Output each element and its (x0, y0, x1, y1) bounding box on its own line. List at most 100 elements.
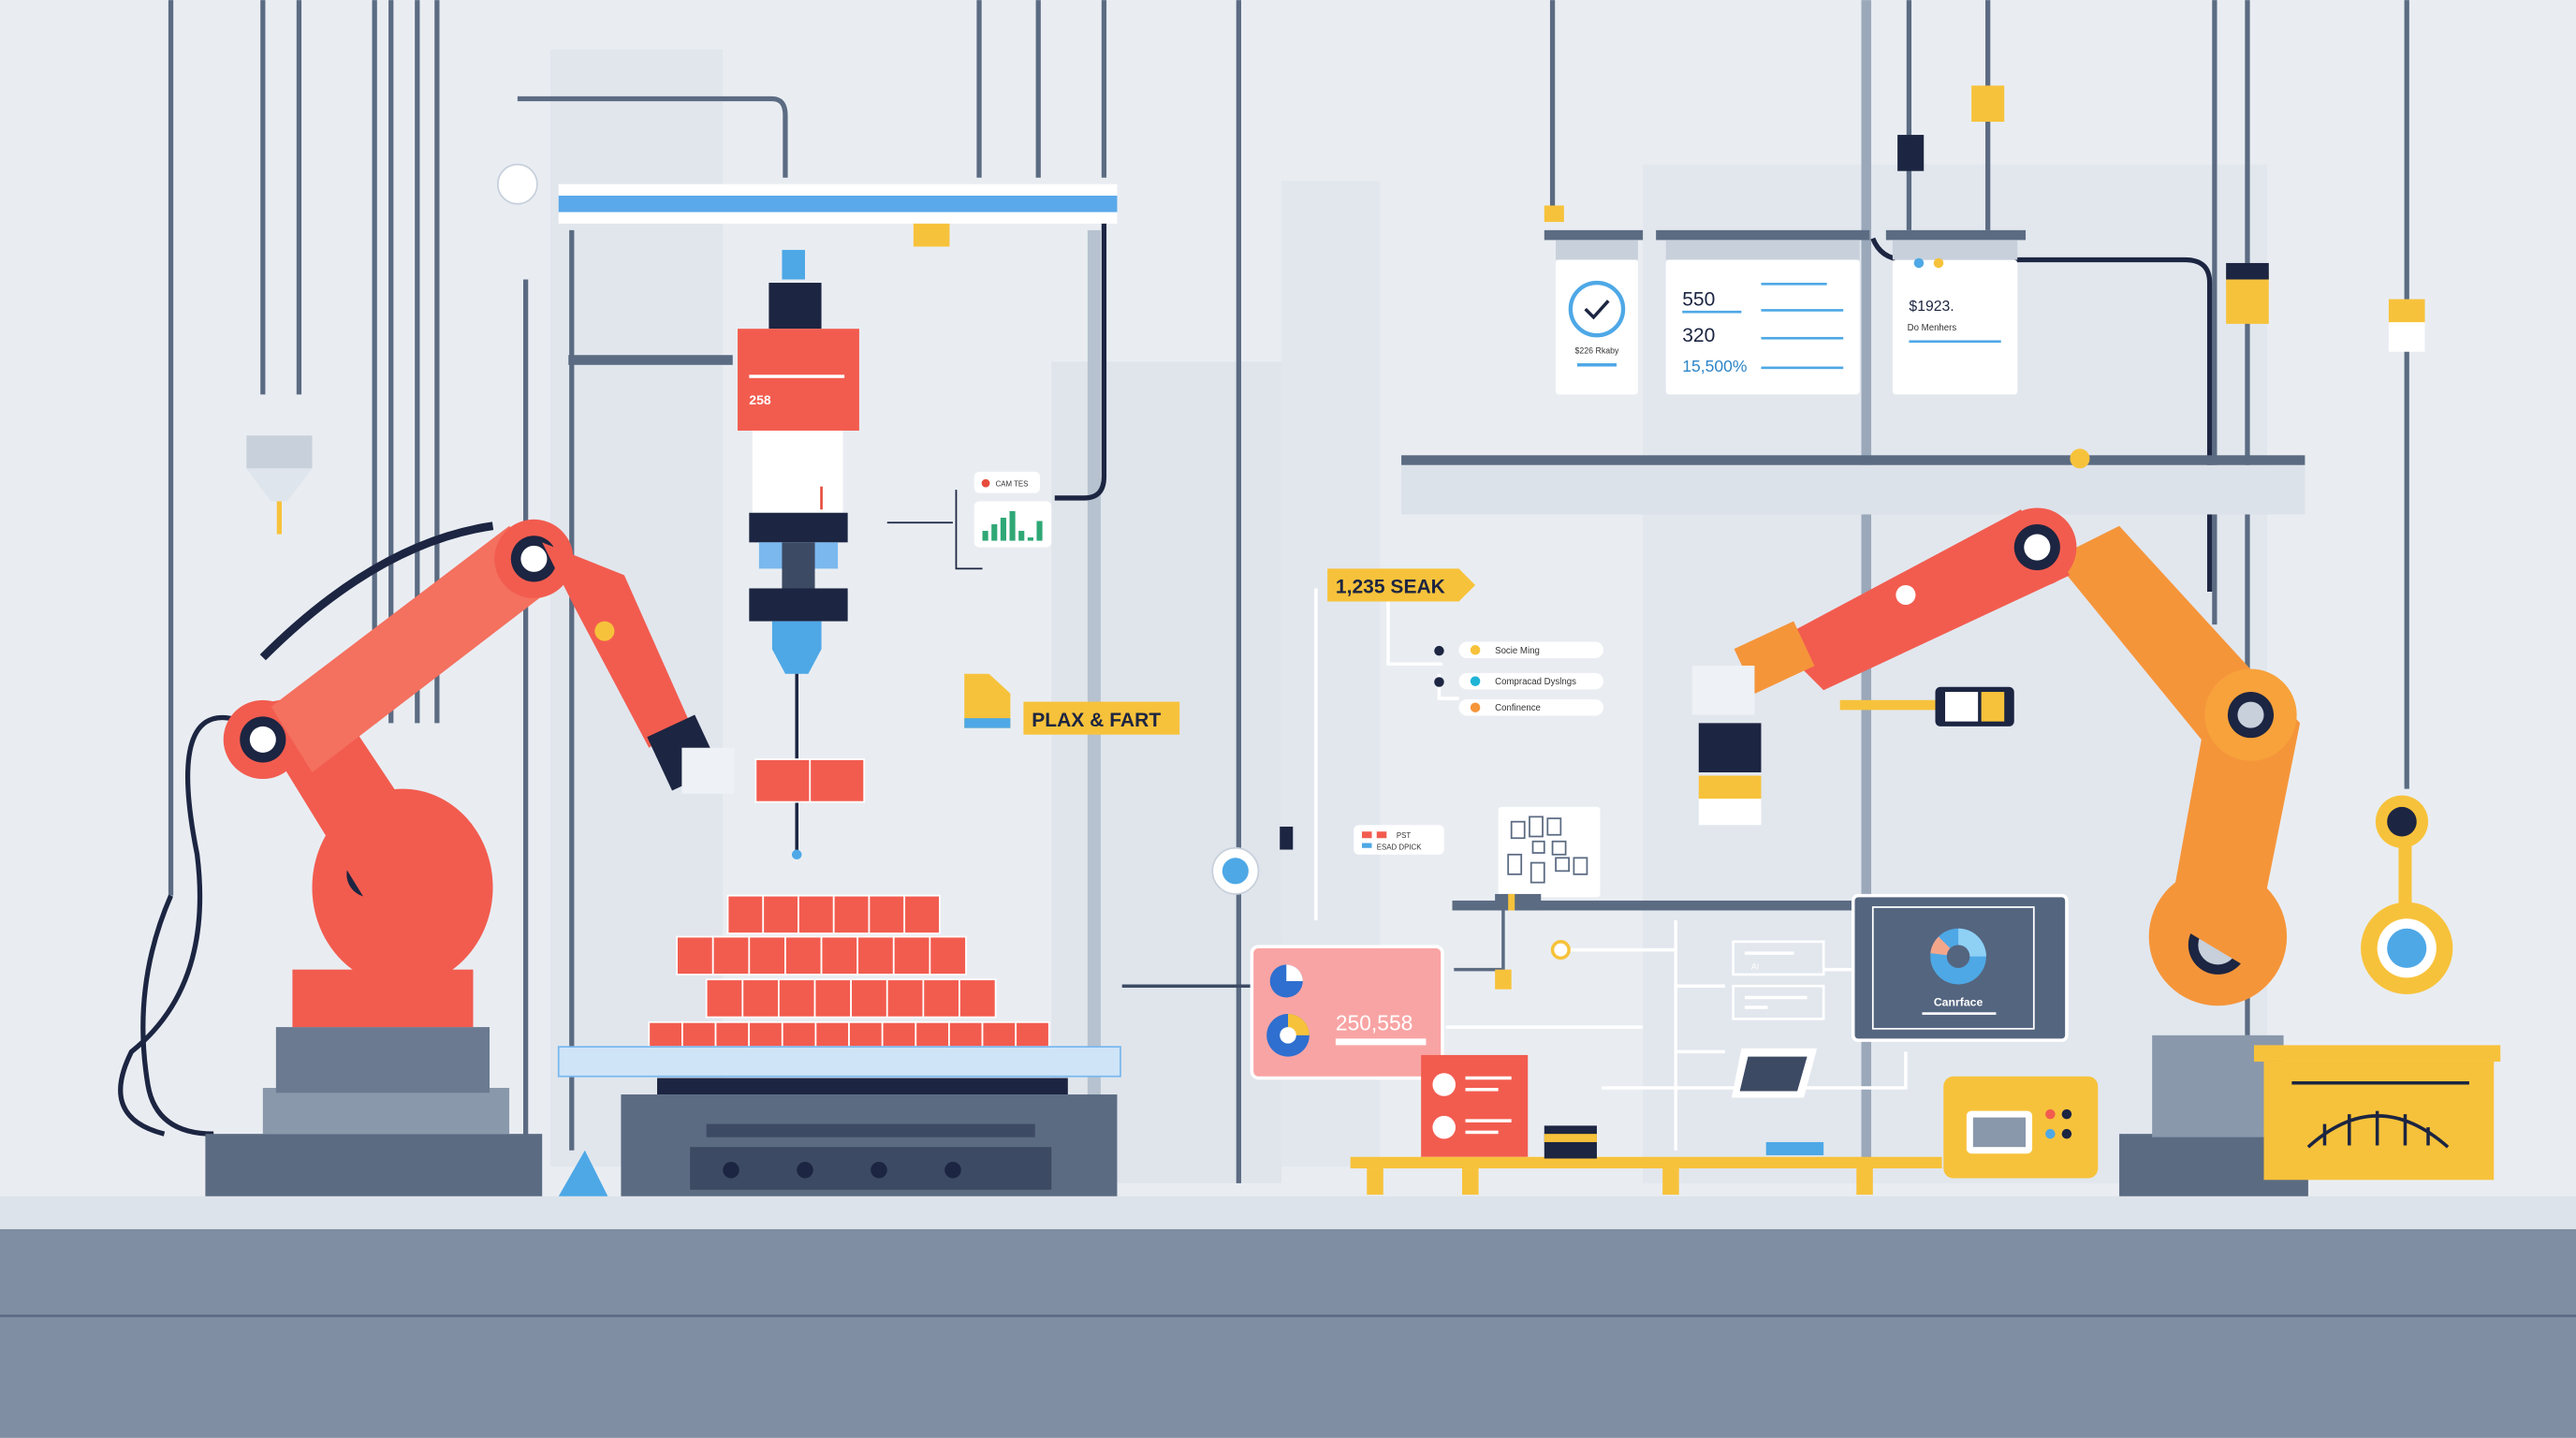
mini-bar (1000, 518, 1006, 541)
metric-value: 320 (1682, 325, 1715, 346)
mini-bar (1009, 510, 1016, 541)
pipe (517, 95, 788, 178)
brick (922, 978, 960, 1019)
donut-chart-icon (1930, 928, 1986, 985)
small-box-label: AI (1751, 962, 1759, 972)
left-robot-arm (118, 519, 735, 1196)
brick (711, 935, 751, 976)
brick (848, 1020, 884, 1049)
brick (959, 978, 997, 1019)
floor-line (0, 1314, 2576, 1317)
warning-icon (1470, 645, 1481, 655)
check-circle-icon (1568, 280, 1626, 338)
beam-shadow (1401, 464, 2305, 515)
brick (915, 1020, 950, 1049)
floor (0, 1228, 2576, 1438)
brick (748, 1020, 783, 1049)
brick (705, 978, 744, 1019)
dark-panel-label: Canrface (1934, 995, 1983, 1008)
brick (892, 935, 931, 976)
pink-card-value: 250,558 (1336, 1011, 1412, 1035)
brick (881, 1020, 917, 1049)
metric-value: 15,500% (1682, 357, 1747, 375)
small-box: AI (1732, 940, 1825, 1020)
seak-label: 1,235 SEAK (1336, 577, 1445, 598)
brick (929, 935, 967, 976)
step-label: Socie Ming (1495, 646, 1540, 656)
brick (726, 894, 765, 934)
mini-bar (1036, 521, 1043, 541)
pink-stats-card: 250,558 (1121, 945, 1444, 1080)
mini-chart-label: CAM TES (996, 480, 1029, 489)
brick (903, 894, 941, 934)
build-platform (557, 1046, 1121, 1196)
mini-bar (1027, 537, 1033, 541)
connector-lines (1445, 919, 1908, 1151)
right-robot-arm (1691, 507, 2308, 1196)
mini-chart-card: CAM TES (886, 471, 1052, 570)
brick (981, 1020, 1017, 1049)
brick (886, 978, 925, 1019)
brick (850, 978, 888, 1019)
lamp-icon (496, 163, 538, 205)
metric-value: 550 (1682, 289, 1715, 311)
mini-bar (991, 524, 998, 541)
document-icon (964, 673, 1011, 728)
brick (856, 935, 895, 976)
brick (778, 978, 816, 1019)
folder-tag-label: PLAX & FART (1032, 710, 1161, 731)
brick-stack-held (754, 758, 866, 803)
brick (832, 894, 871, 934)
brick (648, 1020, 683, 1049)
brick (781, 1020, 817, 1049)
members-panel: $1923. Do Menhers (1885, 229, 2027, 395)
mini-bar (1018, 531, 1025, 541)
brick (784, 935, 823, 976)
yellow-crate (2254, 1045, 2501, 1181)
hanging-sensors (1544, 85, 2425, 352)
press-label: 258 (749, 392, 771, 407)
step-label: Compracad Dyslngs (1495, 677, 1576, 687)
floor-edge (0, 1196, 2576, 1229)
dark-chart-panel: Canrface (1852, 893, 2069, 1042)
beam (1452, 900, 1912, 911)
workbench (1350, 1048, 2099, 1196)
brick (868, 894, 906, 934)
brick (762, 894, 799, 934)
step-item: Compracad Dyslngs (1434, 672, 1603, 690)
brick (748, 935, 786, 976)
press-machine: 258 (738, 249, 859, 860)
status-caption: $226 Rkaby (1575, 345, 1619, 355)
beam (1401, 455, 2305, 465)
brick (741, 978, 780, 1019)
cable (1870, 237, 2213, 592)
mini-bar (982, 531, 988, 541)
members-caption: Do Menhers (1908, 323, 1957, 333)
joint (2070, 448, 2090, 469)
brick (948, 1020, 984, 1049)
folder-tag: PLAX & FART (964, 673, 1180, 735)
info-icon (1470, 702, 1481, 712)
brick-pile (648, 894, 1050, 1049)
floorplan-card (1454, 806, 1601, 990)
step-label: Confinence (1495, 703, 1541, 713)
cable (1054, 222, 1107, 501)
hanging-gripper (246, 435, 313, 535)
brick (681, 1020, 717, 1049)
step-item: Socie Ming (1434, 641, 1603, 659)
legend-row: ESAD DPICK (1377, 844, 1422, 852)
brick (820, 935, 859, 976)
gantry (558, 183, 1118, 1151)
node (1550, 940, 1571, 961)
legend-row: PST (1397, 831, 1412, 840)
brick (814, 1020, 850, 1049)
check-icon (1470, 676, 1481, 686)
flame-icon (981, 478, 990, 488)
status-panel: $226 Rkaby (1544, 229, 1644, 395)
brick (1015, 1020, 1050, 1049)
members-amount: $1923. (1909, 299, 1954, 315)
metrics-panel: 550 320 15,500% (1656, 229, 1870, 395)
right-sensor (2361, 795, 2453, 994)
brick (813, 978, 853, 1019)
